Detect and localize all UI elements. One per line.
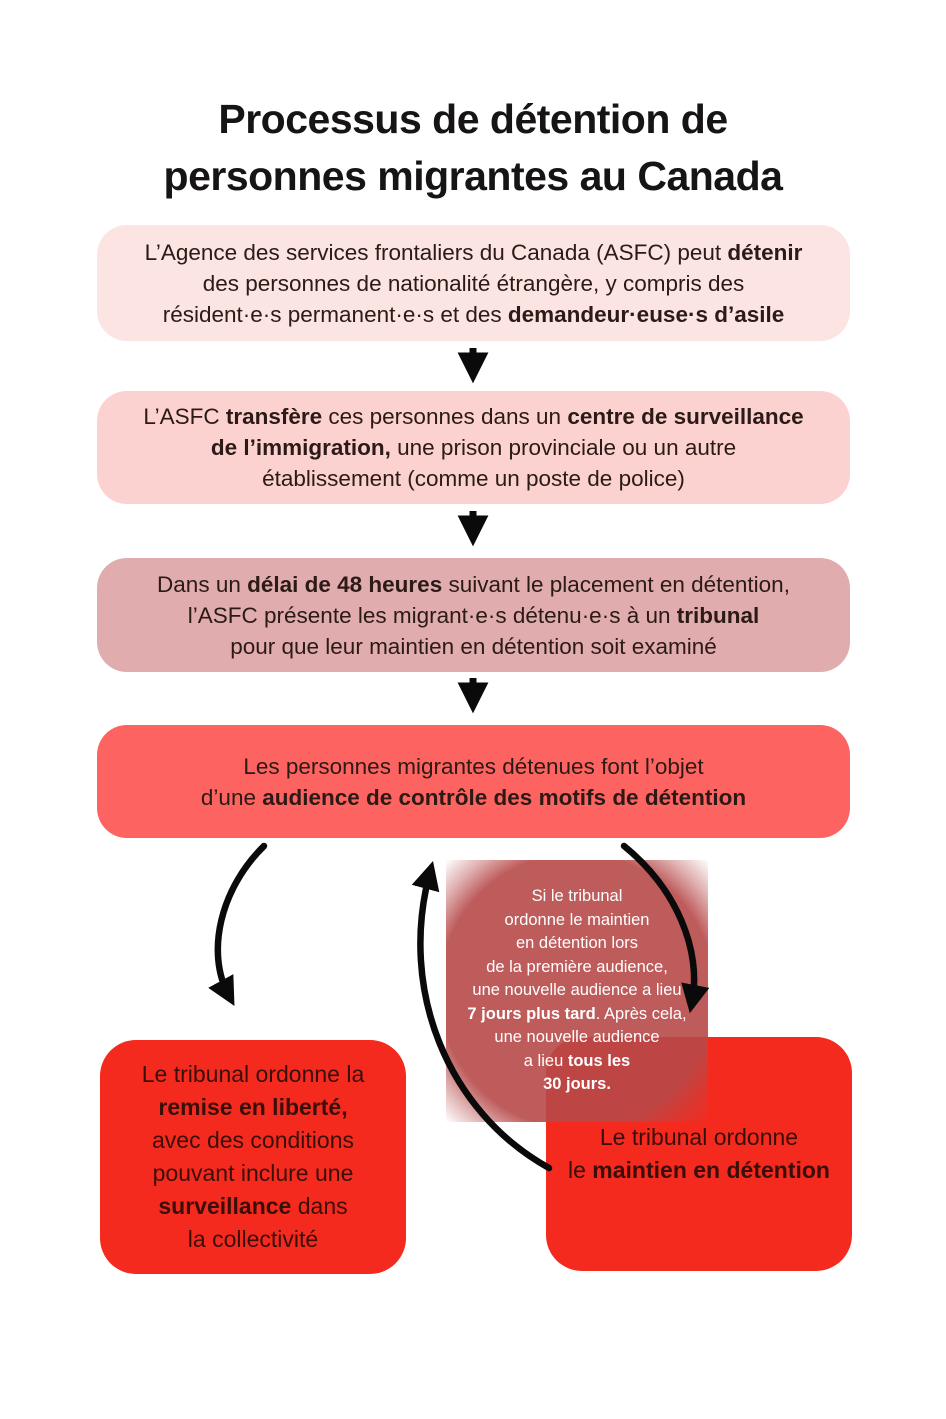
- step-detention-review-hearing: Les personnes migrantes détenues font l’…: [97, 725, 850, 838]
- step-asfc-can-detain: L’Agence des services frontaliers du Can…: [97, 225, 850, 341]
- arrow-hearing-to-release-icon: [208, 842, 268, 1007]
- step-transfer-to-facility: L’ASFC transfère ces personnes dans un c…: [97, 391, 850, 504]
- step-48h-tribunal: Dans un délai de 48 heures suivant le pl…: [97, 558, 850, 672]
